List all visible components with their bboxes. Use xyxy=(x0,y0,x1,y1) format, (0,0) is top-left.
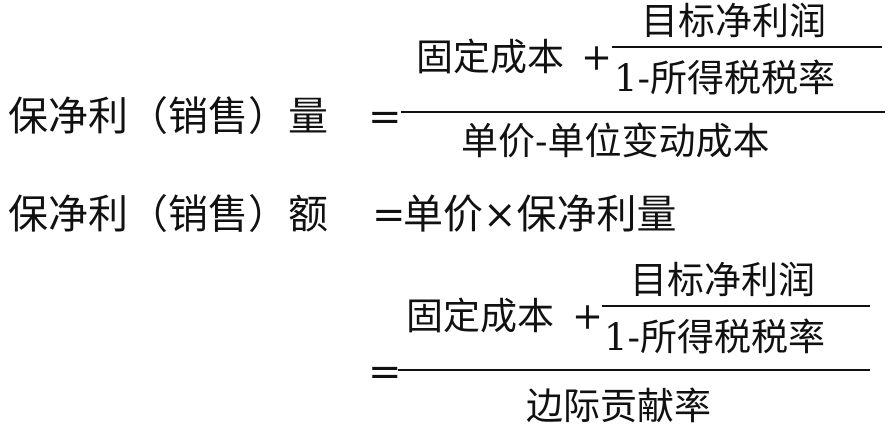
formula-1-lhs: 保净利（销售）量 xyxy=(8,94,328,140)
formula-2-lhs: 保净利（销售）额 xyxy=(8,192,328,238)
formula-1-denominator: 单价-单位变动成本 xyxy=(461,120,770,163)
formula-1-inner-fraction-bar xyxy=(612,46,882,48)
formula-3-numerator-plus: + xyxy=(572,295,604,338)
formula-1-fraction-bar xyxy=(401,111,885,113)
formula-1-equals: = xyxy=(368,94,402,140)
formula-3-denominator: 边际贡献率 xyxy=(526,385,711,428)
formula-2-equals: = xyxy=(372,192,406,238)
formula-3-inner-fraction-bar xyxy=(602,305,870,307)
formula-1-inner-numerator: 目标净利润 xyxy=(641,0,826,43)
formula-1-inner-denominator: 1-所得税税率 xyxy=(614,57,836,100)
formula-3-inner-numerator: 目标净利润 xyxy=(630,259,815,302)
formula-1-numerator-plus: + xyxy=(581,36,613,79)
formula-3-inner-denominator: 1-所得税税率 xyxy=(604,316,826,359)
formula-3-fraction-bar xyxy=(398,369,870,371)
formula-1-numerator-fixed-cost: 固定成本 xyxy=(416,36,564,79)
formula-3-equals: = xyxy=(368,349,402,395)
formula-3-numerator-fixed-cost: 固定成本 xyxy=(406,295,554,338)
formula-2-rhs: 单价×保净利量 xyxy=(403,192,677,238)
